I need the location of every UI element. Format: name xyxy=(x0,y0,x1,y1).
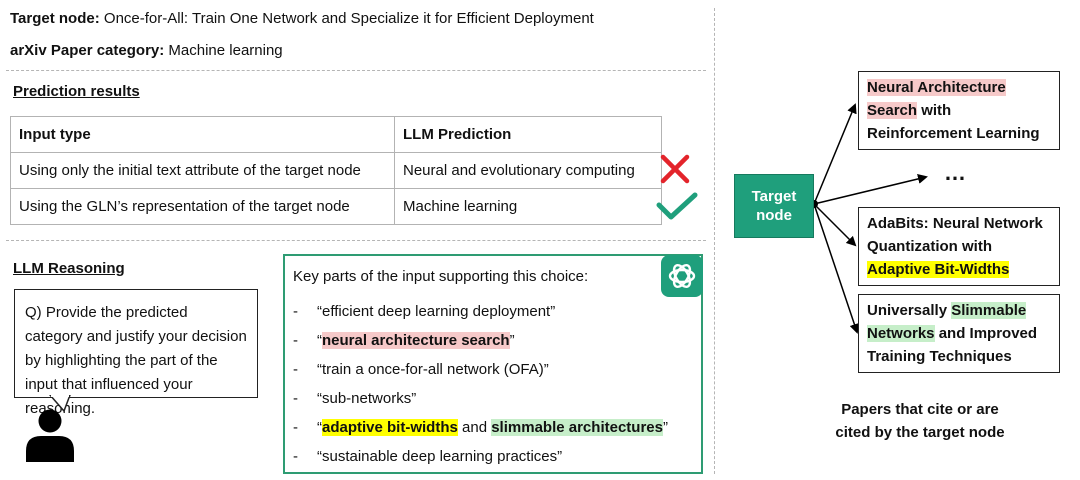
key-parts-box: Key parts of the input supporting this c… xyxy=(283,254,703,474)
check-icon xyxy=(656,192,698,220)
llm-reasoning-title: LLM Reasoning xyxy=(13,260,125,277)
speech-tail xyxy=(49,395,71,413)
key-parts-list: -“efficient deep learning deployment” -“… xyxy=(293,297,668,471)
paper-node-nas: Neural Architecture Search with Reinforc… xyxy=(858,71,1060,150)
paper-node-slimmable: Universally Slimmable Networks and Impro… xyxy=(858,294,1060,373)
category-label: arXiv Paper category: xyxy=(10,42,165,59)
target-node-label: Target node: xyxy=(10,10,100,27)
list-item: -“train a once-for-all network (OFA)” xyxy=(293,361,549,378)
question-text: Q) Provide the predicted category and ju… xyxy=(25,304,247,417)
list-item: -“adaptive bit-widths and slimmable arch… xyxy=(293,419,668,436)
cross-icon xyxy=(660,154,690,184)
target-node-line: Target node: Once-for-All: Train One Net… xyxy=(10,10,594,27)
key-parts-heading: Key parts of the input supporting this c… xyxy=(293,268,589,285)
prediction-results-title: Prediction results xyxy=(13,83,140,100)
table-row: Using the GLN’s representation of the ta… xyxy=(10,188,662,225)
arrow-icon xyxy=(813,174,928,205)
person-icon xyxy=(26,409,74,462)
row1-prediction: Neural and evolutionary computing xyxy=(394,152,662,189)
category-value: Machine learning xyxy=(164,42,283,59)
list-item: -“neural architecture search” xyxy=(293,332,515,349)
list-item: -“sustainable deep learning practices” xyxy=(293,448,563,465)
question-bubble: Q) Provide the predicted category and ju… xyxy=(14,289,258,417)
highlight-neural-architecture-search: neural architecture search xyxy=(322,332,510,349)
chatgpt-icon xyxy=(661,255,703,297)
arrow-icon xyxy=(813,203,860,334)
paper-node-adabits: AdaBits: Neural Network Quantization wit… xyxy=(858,207,1060,286)
highlight-slimmable-architectures: slimmable architectures xyxy=(491,419,663,436)
more-papers-ellipsis: … xyxy=(944,160,966,185)
arrow-icon xyxy=(813,103,857,205)
target-node-title: Once-for-All: Train One Network and Spec… xyxy=(99,10,594,27)
divider-vertical xyxy=(714,8,715,474)
list-item: -“efficient deep learning deployment” xyxy=(293,303,556,320)
row2-prediction: Machine learning xyxy=(394,188,662,225)
category-line: arXiv Paper category: Machine learning xyxy=(10,42,283,59)
row1-input: Using only the initial text attribute of… xyxy=(10,152,395,189)
divider-middle xyxy=(6,240,706,241)
prediction-table: Input type LLM Prediction Using only the… xyxy=(10,116,662,225)
list-item: -“sub-networks” xyxy=(293,390,417,407)
highlight-adaptive-bit-widths: adaptive bit-widths xyxy=(322,419,458,436)
target-node: Target node xyxy=(734,174,814,238)
table-row: Using only the initial text attribute of… xyxy=(10,152,662,189)
divider-top xyxy=(6,70,706,71)
row2-input: Using the GLN’s representation of the ta… xyxy=(10,188,395,225)
arrow-icon xyxy=(813,203,857,247)
graph-caption: Papers that cite or are cited by the tar… xyxy=(835,401,1005,441)
